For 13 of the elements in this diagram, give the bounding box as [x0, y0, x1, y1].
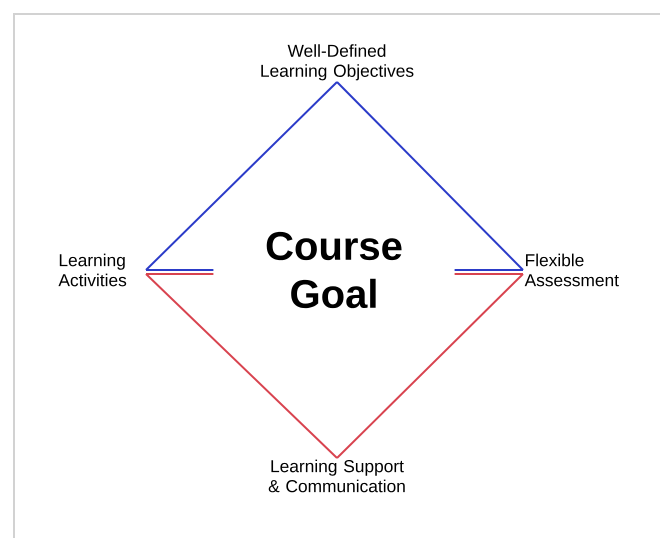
goal-label: Course Goal: [266, 232, 402, 308]
line: [146, 272, 214, 275]
line: [145, 81, 338, 271]
line: [454, 268, 523, 271]
line: [336, 273, 524, 459]
activities-label: Learning Activities: [58, 254, 126, 286]
assessment-label: Flexible Assessment: [524, 254, 619, 286]
line: [145, 273, 338, 459]
support-label: Learning Support & Communication: [268, 460, 405, 492]
line: [146, 268, 214, 271]
objectives-label: Well-Defined Learning Objectives: [261, 44, 414, 80]
line: [336, 81, 524, 271]
line: [454, 272, 523, 275]
